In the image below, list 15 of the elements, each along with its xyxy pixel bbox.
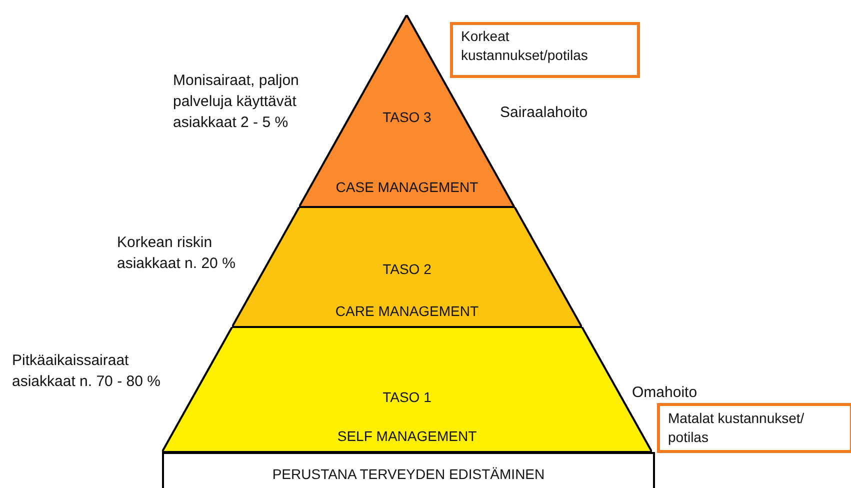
cost-note: Korkeat kustannukset/potilas — [461, 27, 589, 65]
side-note: Omahoito — [632, 383, 698, 403]
cost-note-box — [450, 22, 640, 78]
cost-note: Matalat kustannukset/ potilas — [668, 409, 806, 447]
side-note: Pitkäaikaissairaat asiakkaat n. 70 - 80 % — [12, 351, 162, 392]
side-note: Korkean riskin asiakkaat n. 20 % — [117, 233, 236, 274]
side-note: Sairaalahoito — [500, 103, 589, 123]
tier-approach-label: CASE MANAGEMENT — [334, 178, 480, 197]
foundation-label: PERUSTANA TERVEYDEN EDISTÄMINEN — [271, 465, 546, 484]
tier-level-label: TASO 2 — [382, 260, 432, 279]
tier-approach-label: SELF MANAGEMENT — [336, 427, 478, 446]
tier-approach-label: CARE MANAGEMENT — [334, 302, 480, 321]
side-note: Monisairaat, paljon palveluja käyttävät asiakkaat 2 - 5 % — [173, 71, 300, 133]
foundation-box — [162, 452, 655, 488]
cost-note-box — [657, 403, 851, 453]
